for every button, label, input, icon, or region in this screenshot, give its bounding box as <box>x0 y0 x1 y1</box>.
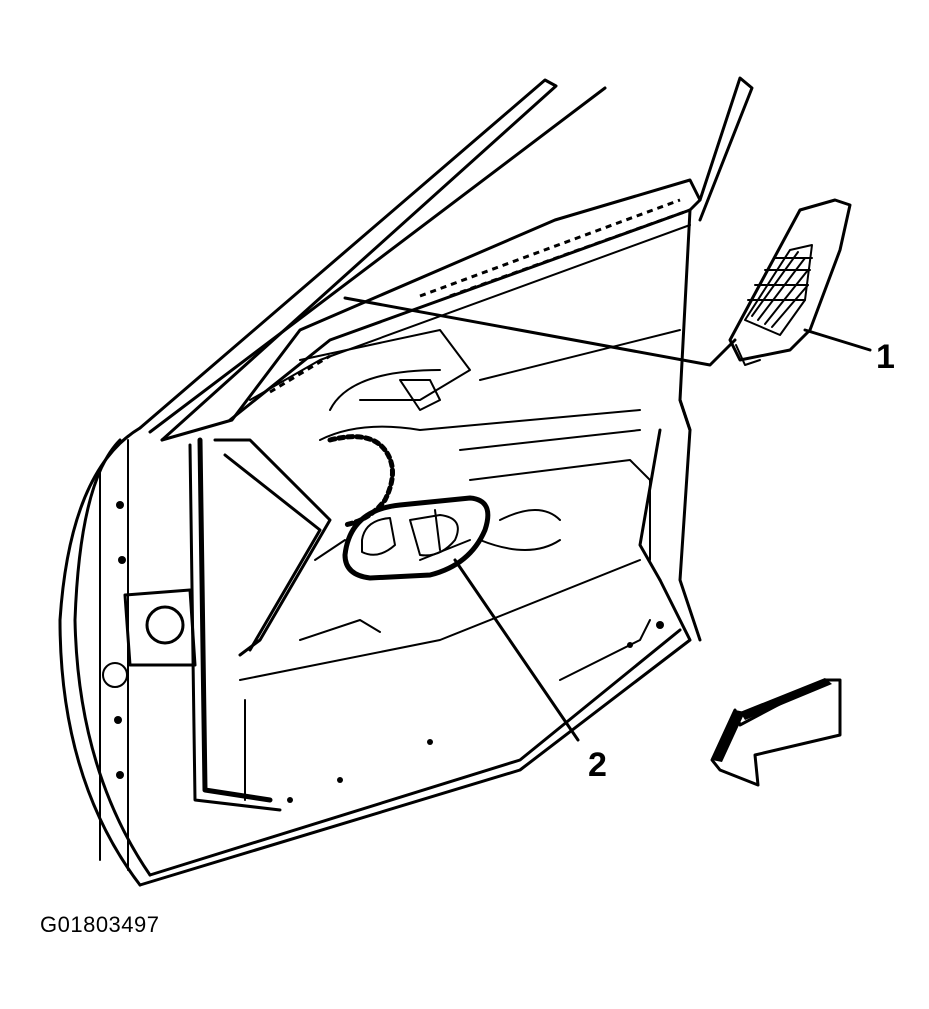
window-frame <box>138 76 754 442</box>
handle-bezel <box>342 495 491 581</box>
belt-line <box>228 198 692 422</box>
door-shell <box>58 398 702 887</box>
callout-2: 2 <box>588 746 607 784</box>
sail-panel-speaker-grille <box>728 198 852 366</box>
lower-trim-fasteners <box>287 621 664 803</box>
hinge-face <box>99 439 197 871</box>
trim-panel <box>239 329 651 801</box>
callout-1: 1 <box>876 338 895 376</box>
weatherstrip <box>188 437 332 812</box>
leader-line-1 <box>343 296 872 367</box>
front-direction-arrow <box>710 678 842 787</box>
figure-id: G01803497 <box>40 912 160 937</box>
leader-line-2 <box>453 558 580 742</box>
